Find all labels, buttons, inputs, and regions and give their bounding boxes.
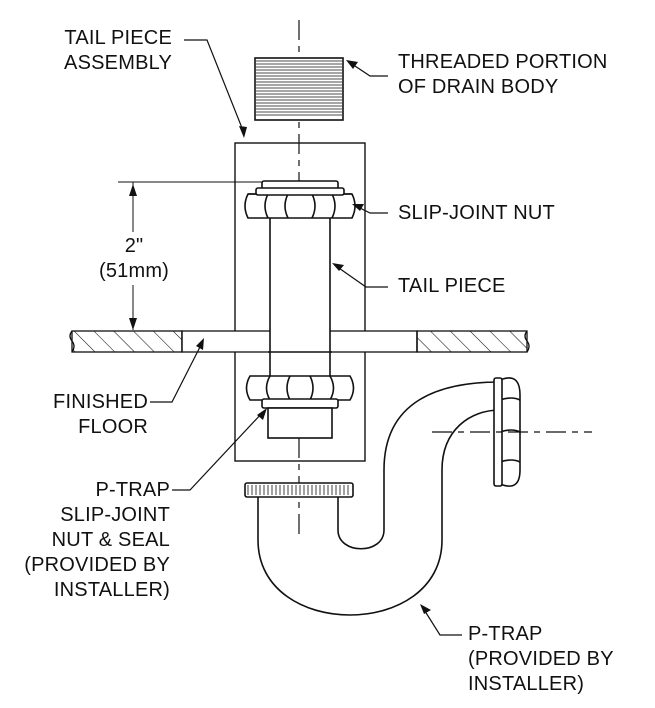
threaded-drain-body (254, 57, 344, 121)
tail-piece-assembly-box (234, 142, 366, 462)
label-dimension: 2" (51mm) (84, 234, 184, 284)
label-slip-joint-nut: SLIP-JOINT NUT (398, 201, 555, 226)
slip-joint-nut-lower (245, 375, 355, 439)
label-line: P-TRAP (95, 479, 170, 501)
label-line: (51mm) (98, 260, 170, 282)
dimension-lines (118, 181, 265, 330)
leader-lines (150, 39, 462, 636)
label-line: ASSEMBLY (64, 52, 172, 74)
label-line: INSTALLER) (53, 579, 170, 601)
label-threaded-portion: THREADED PORTION OF DRAIN BODY (398, 50, 608, 100)
label-line: NUT & SEAL (51, 529, 170, 551)
label-line: 2" (124, 235, 144, 257)
tail-piece-tube (268, 209, 332, 381)
label-p-trap-nut-seal: P-TRAP SLIP-JOINT NUT & SEAL (PROVIDED B… (2, 478, 170, 603)
label-tail-piece: TAIL PIECE (398, 274, 506, 299)
label-line: TAIL PIECE (64, 27, 172, 49)
slip-joint-nut-upper (244, 187, 356, 219)
label-line: SLIP-JOINT (60, 504, 170, 526)
label-p-trap: P-TRAP (PROVIDED BY INSTALLER) (468, 622, 614, 697)
label-finished-floor: FINISHED FLOOR (20, 390, 148, 440)
label-line: (PROVIDED BY (468, 648, 614, 670)
label-line: THREADED PORTION (398, 51, 608, 73)
label-line: INSTALLER) (468, 673, 585, 695)
label-line: FLOOR (78, 416, 148, 438)
label-line: OF DRAIN BODY (398, 76, 559, 98)
label-line: TAIL PIECE (398, 275, 506, 297)
label-line: (PROVIDED BY (24, 554, 170, 576)
label-line: P-TRAP (468, 623, 543, 645)
label-line: FINISHED (53, 391, 148, 413)
label-tail-piece-assembly: TAIL PIECE ASSEMBLY (36, 26, 172, 76)
label-line: SLIP-JOINT NUT (398, 202, 555, 224)
